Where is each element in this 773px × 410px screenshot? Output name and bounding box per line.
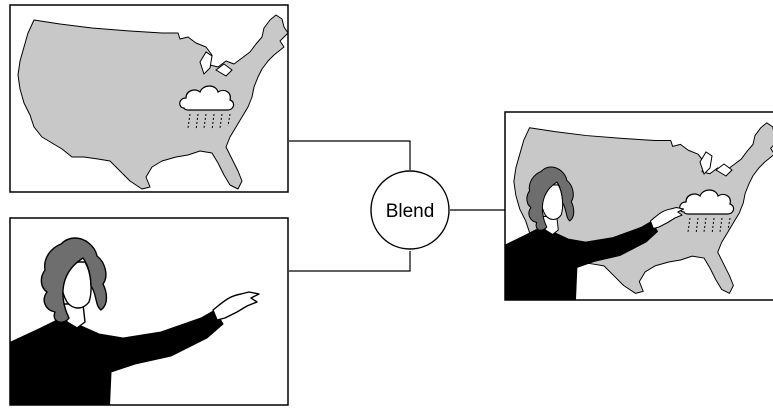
- great-lakes-icon: [199, 51, 233, 77]
- blend-node: Blend: [370, 170, 450, 250]
- weather-map-panel: [9, 4, 289, 193]
- blend-circle: [370, 170, 450, 250]
- output-panel: [504, 111, 773, 301]
- output-great-lakes-icon: [699, 151, 733, 177]
- connector-bottom-to-blend: [289, 251, 411, 272]
- connector-top-to-blend: [289, 140, 411, 170]
- presenter-panel: [9, 217, 289, 406]
- blend-label: Blend: [386, 201, 435, 222]
